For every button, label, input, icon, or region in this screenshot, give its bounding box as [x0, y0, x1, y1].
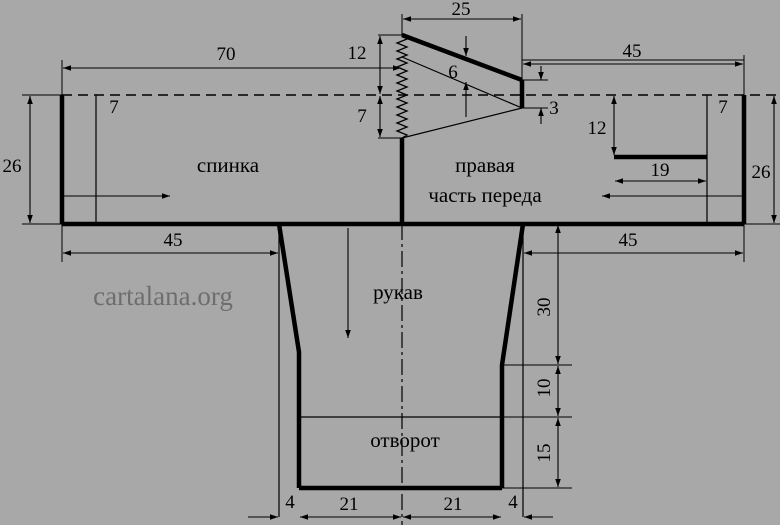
neck-slope [401, 32, 523, 83]
dim-26-left: 26 [3, 156, 22, 177]
dim-19: 19 [651, 160, 670, 181]
neck-zigzag-edge [395, 34, 409, 139]
dim-21-right: 21 [444, 494, 463, 515]
dim-30: 30 [534, 298, 555, 317]
dim-21-left: 21 [340, 494, 359, 515]
dim-6: 6 [448, 62, 458, 83]
dim-4-right: 4 [508, 492, 518, 513]
back-label: спинка [197, 153, 260, 177]
dim-26-right: 26 [752, 162, 771, 183]
dim-3: 3 [549, 98, 559, 119]
neck-lower-slope [401, 107, 523, 139]
sleeve-left-edge [276, 223, 302, 488]
sleeve-right-edge [499, 223, 526, 488]
dimension-lines [27, 16, 777, 520]
front-label-line1: правая [455, 153, 515, 177]
dim-7-mid: 7 [357, 106, 367, 127]
dim-4-left: 4 [285, 492, 295, 513]
dim-12-pocket: 12 [588, 118, 607, 139]
dim-25: 25 [452, 0, 471, 20]
neck-inner-diagonal [401, 56, 523, 109]
dim-7-front: 7 [718, 97, 728, 118]
thin-lines [95, 56, 708, 517]
dim-15: 15 [534, 444, 555, 463]
dim-10: 10 [534, 379, 555, 398]
cuff-label: отворот [370, 428, 440, 452]
dim-12-left: 12 [348, 43, 367, 64]
front-label-line2: часть переда [428, 183, 542, 207]
dim-70: 70 [217, 44, 236, 65]
dim-45-bottom-right: 45 [619, 230, 638, 251]
pattern-outline [59, 32, 747, 491]
watermark-text: cartalana.org [93, 281, 233, 311]
sleeve-label: рукав [373, 280, 423, 304]
dim-45-bottom-left: 45 [164, 230, 183, 251]
dim-7-back: 7 [109, 97, 119, 118]
dim-45-top: 45 [623, 41, 642, 62]
